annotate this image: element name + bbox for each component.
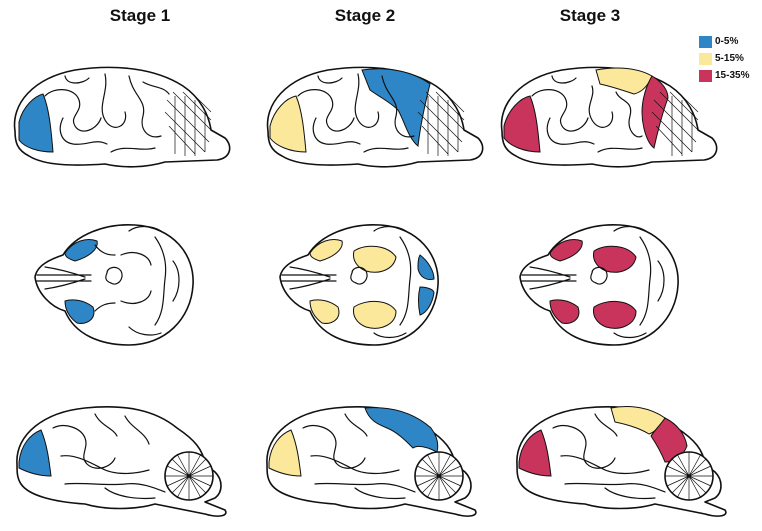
stage-1-lateral-brain xyxy=(5,56,240,176)
stage-3-medial-brain xyxy=(505,392,745,522)
stage-2-medial-brain xyxy=(255,392,495,522)
stage-1-title: Stage 1 xyxy=(60,6,220,26)
legend-label-low: 0-5% xyxy=(715,36,738,47)
stage-3-lateral-brain xyxy=(492,56,727,176)
stage-2-title: Stage 2 xyxy=(285,6,445,26)
stage-3-title: Stage 3 xyxy=(510,6,670,26)
legend-swatch-low xyxy=(699,36,712,48)
stage-1-ventral-brain xyxy=(25,215,215,355)
stage-2-lateral-brain xyxy=(258,56,493,176)
legend-item-low: 0-5% xyxy=(699,33,749,50)
stage-1-medial-brain xyxy=(5,392,245,522)
stage-2-ventral-brain xyxy=(270,215,460,355)
stage-3-ventral-brain xyxy=(510,215,700,355)
